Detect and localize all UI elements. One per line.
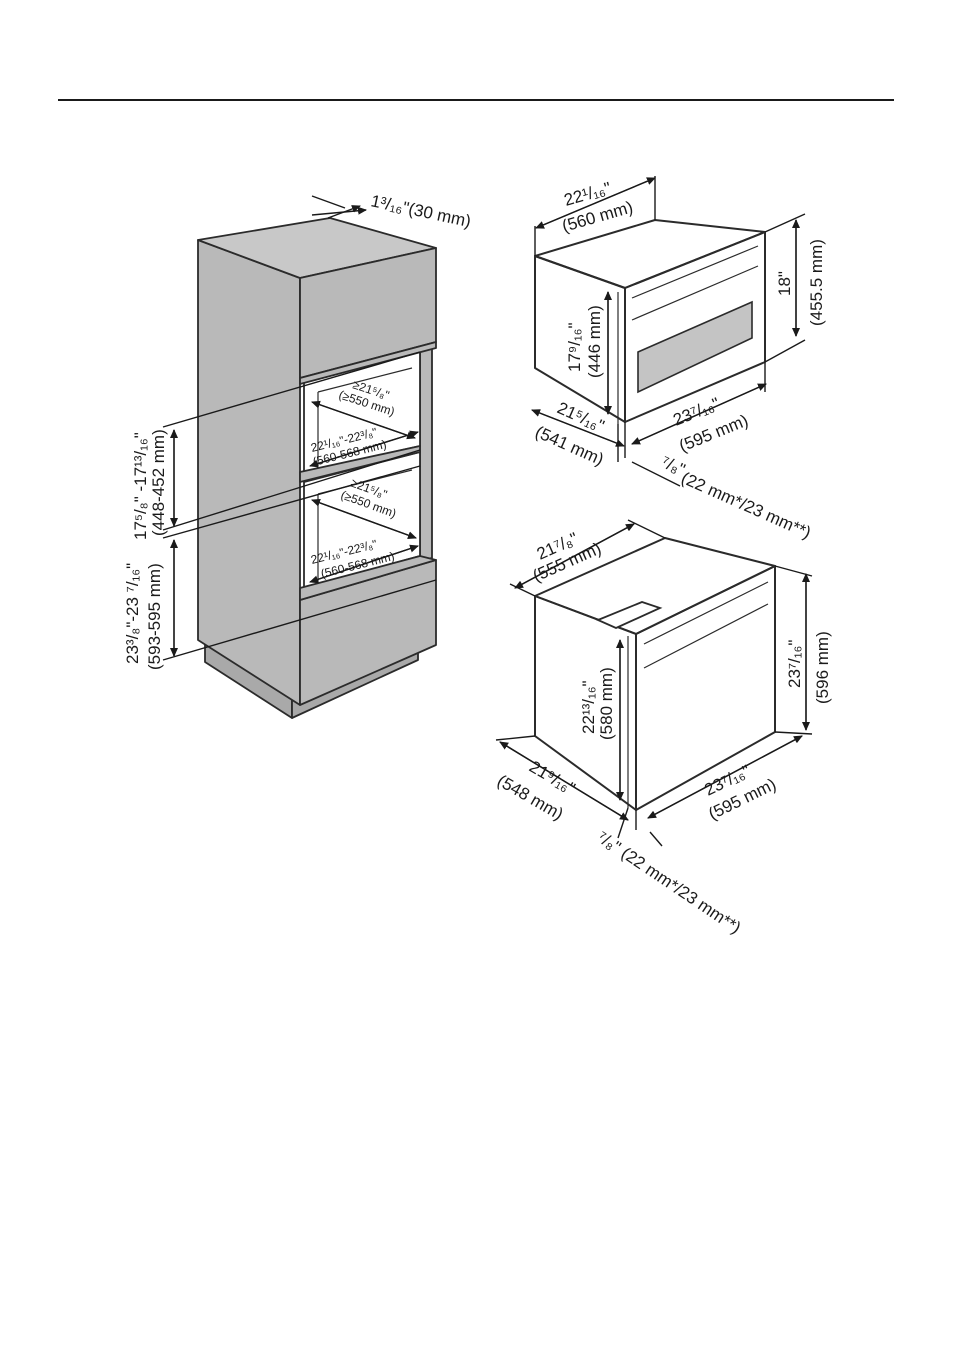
full-panel-thickness-mm-label: (22 mm*/23 mm**)	[618, 844, 745, 938]
tall-cabinet	[197, 217, 437, 719]
depth-offset-label: 1³/₁₆"(30 mm)	[369, 191, 472, 231]
full-oven-front	[635, 565, 776, 811]
cabinet-frame-right	[419, 344, 433, 561]
header-rule	[58, 99, 894, 101]
compact-oven-window	[637, 300, 753, 394]
full-total-height-label: 23⁷/₁₆"	[785, 640, 804, 688]
compact-panel-thickness-mm-label: (22 mm*/23 mm**)	[678, 468, 813, 542]
full-body-height-mm-label: (580 mm)	[597, 667, 616, 740]
lower-height-label: 23³/₈"-23 ⁷/₁₆"	[123, 563, 142, 664]
cabinet-top-rail	[299, 341, 437, 385]
compact-oven	[534, 219, 766, 424]
compact-body-depth-label: 21⁵/₁₆"	[554, 398, 607, 435]
compact-total-height-label: 18"	[775, 271, 794, 296]
compact-body-height-label: 17⁹/₁₆"	[565, 322, 584, 372]
full-oven-trim	[595, 601, 663, 629]
cabinet-dimensions	[162, 195, 437, 661]
upper-height-mm-label: (448-452 mm)	[149, 429, 168, 536]
cabinet-middle-rail	[299, 445, 421, 483]
full-body-height-label: 22¹³/₁₆"	[579, 680, 598, 734]
upper-height-label: 17⁵/₈" -17¹³/₁₆"	[131, 432, 150, 540]
compact-total-height-mm-label: (455.5 mm)	[807, 239, 826, 326]
compact-body-height-mm-label: (446 mm)	[585, 305, 604, 378]
lower-height-mm-label: (593-595 mm)	[145, 563, 164, 670]
full-oven-dimensions	[495, 519, 813, 847]
cabinet-bottom-rail	[299, 555, 437, 601]
full-total-height-mm-label: (596 mm)	[813, 631, 832, 704]
compact-oven-dimensions	[531, 176, 806, 487]
